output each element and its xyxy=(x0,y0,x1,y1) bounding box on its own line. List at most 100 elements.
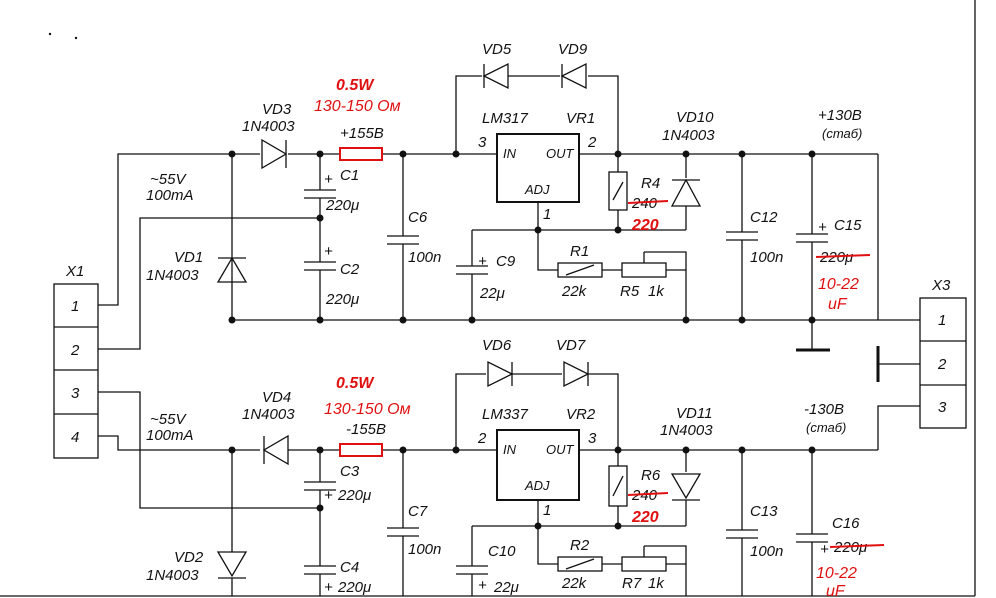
c1-ref: C1 xyxy=(340,167,359,184)
x3-pin-3: 3 xyxy=(938,399,947,416)
vd3-ref: VD3 xyxy=(262,101,292,118)
diode-vd4 xyxy=(262,434,289,466)
vd3-part: 1N4003 xyxy=(242,118,295,135)
diode-vd2 xyxy=(216,551,248,579)
reg2-part: LM337 xyxy=(482,406,529,423)
x1-body xyxy=(53,283,99,459)
top-resistor-power: 0.5W xyxy=(336,77,375,94)
vd6-ref: VD6 xyxy=(482,337,512,354)
vd7-ref: VD7 xyxy=(556,337,586,354)
reg2-in: IN xyxy=(503,442,517,457)
r7-ref: R7 xyxy=(622,575,642,592)
cap-c7 xyxy=(387,527,419,537)
c16-strike xyxy=(829,544,885,548)
resistor-bottom-rail xyxy=(339,443,383,457)
c9-plus: + xyxy=(478,253,487,270)
vd2-ref: VD2 xyxy=(174,549,204,566)
cap-c2 xyxy=(304,261,336,271)
c16-plus: + xyxy=(820,541,829,558)
reg1-pin-adj: 1 xyxy=(543,206,551,223)
diode-vd10 xyxy=(670,178,702,207)
reg2-adj: ADJ xyxy=(524,478,550,493)
diode-vd1 xyxy=(216,256,248,283)
r6-ref: R6 xyxy=(641,467,661,484)
top-output-voltage: +130В xyxy=(818,107,862,124)
reg2-pin-adj: 1 xyxy=(543,502,551,519)
c7-value: 100n xyxy=(408,541,441,558)
diode-vd3 xyxy=(261,138,288,170)
regulator-lm337 xyxy=(496,429,580,501)
bottom-output-voltage: -130В xyxy=(804,401,844,418)
c10-ref: C10 xyxy=(488,543,516,560)
trimmer-r5 xyxy=(621,252,667,278)
cap-c6 xyxy=(387,235,419,245)
bottom-labels: ~55V 100mA VD4 1N4003 VD2 1N4003 0.5W 13… xyxy=(146,337,885,598)
resistor-r4 xyxy=(608,171,628,211)
c10-value: 22μ xyxy=(493,579,519,596)
reg2-out: OUT xyxy=(546,442,575,457)
c15-ref: C15 xyxy=(834,217,862,234)
c2-plus: + xyxy=(324,243,333,260)
r7-value: 1k xyxy=(648,575,665,592)
reg1-adj: ADJ xyxy=(524,182,550,197)
top-wiring xyxy=(98,75,920,382)
c13-ref: C13 xyxy=(750,503,778,520)
x1-pin-1: 1 xyxy=(71,298,79,315)
resistor-top-rail xyxy=(339,147,383,161)
x1-label: X1 xyxy=(65,263,84,280)
resistor-r6 xyxy=(608,465,628,507)
diode-vd11 xyxy=(670,473,702,501)
c2-ref: C2 xyxy=(340,261,360,278)
cap-c16 xyxy=(796,533,828,543)
c9-ref: C9 xyxy=(496,253,516,270)
bottom-rail-voltage: -155В xyxy=(346,421,386,438)
vd1-part: 1N4003 xyxy=(146,267,199,284)
x3-label: X3 xyxy=(931,277,951,294)
x3-pin-1: 1 xyxy=(938,312,946,329)
c16-new-range: 10-22 xyxy=(816,565,857,582)
reg1-ref: VR1 xyxy=(566,110,595,127)
vd4-part: 1N4003 xyxy=(242,406,295,423)
c12-ref: C12 xyxy=(750,209,778,226)
regulator-lm317 xyxy=(496,133,580,203)
reg1-pin-out: 2 xyxy=(587,134,597,151)
c1-plus: + xyxy=(324,171,333,188)
top-junctions xyxy=(228,150,816,324)
x3-body xyxy=(919,297,967,429)
bottom-junctions xyxy=(228,446,816,530)
cap-c4 xyxy=(304,565,336,575)
r6-old-value: 240 xyxy=(631,487,658,504)
diode-vd7 xyxy=(563,360,590,388)
c15-plus: + xyxy=(818,219,827,236)
r4-new-value: 220 xyxy=(631,217,659,234)
c7-ref: C7 xyxy=(408,503,428,520)
bottom-output-note: (стаб) xyxy=(806,420,846,435)
reg1-in: IN xyxy=(503,146,517,161)
vd11-ref: VD11 xyxy=(676,405,712,422)
c2-value: 220μ xyxy=(325,291,359,308)
reg1-pin-in: 3 xyxy=(478,134,487,151)
x3-pin-2: 2 xyxy=(937,356,947,373)
r4-old-value: 240 xyxy=(631,195,658,212)
c4-value: 220μ xyxy=(337,579,371,596)
cap-c13 xyxy=(726,529,758,539)
c15-new-unit: uF xyxy=(828,296,848,313)
x1-pin-3: 3 xyxy=(71,385,80,402)
r2-value: 22k xyxy=(561,575,588,592)
c3-value: 220μ xyxy=(337,487,371,504)
reg2-ref: VR2 xyxy=(566,406,596,423)
c9-value: 22μ xyxy=(479,285,505,302)
c15-new-range: 10-22 xyxy=(818,276,859,293)
resistor-r1 xyxy=(557,262,603,278)
x1-pin-2: 2 xyxy=(70,342,80,359)
vd2-part: 1N4003 xyxy=(146,567,199,584)
r4-strike xyxy=(627,200,669,204)
c6-ref: C6 xyxy=(408,209,428,226)
vd9-ref: VD9 xyxy=(558,41,588,58)
vd10-part: 1N4003 xyxy=(662,127,715,144)
connector-x1: X1 1 2 3 4 xyxy=(53,263,99,459)
bottom-input-current: 100mA xyxy=(146,427,194,444)
connector-x3: X3 1 2 3 xyxy=(919,277,967,429)
cap-c10 xyxy=(456,565,488,575)
